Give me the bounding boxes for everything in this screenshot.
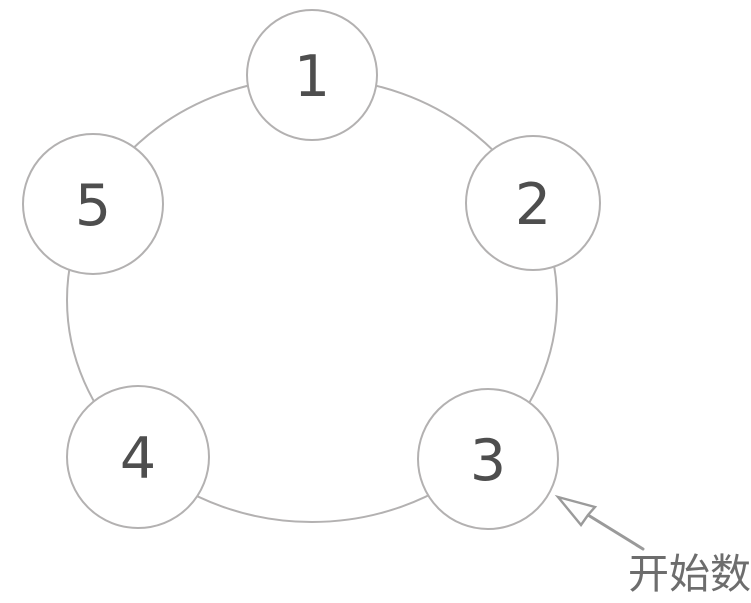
node-5: 5 [22, 133, 164, 275]
arrow-shaft [586, 513, 645, 551]
node-2: 2 [465, 135, 601, 271]
node-4-circle [66, 385, 210, 529]
node-4-number: 4 [120, 426, 156, 492]
node-5-number: 5 [75, 173, 111, 239]
node-5-circle [22, 133, 164, 275]
node-2-circle [465, 135, 601, 271]
node-3-circle [417, 388, 559, 530]
node-1-number: 1 [294, 44, 330, 110]
node-2-number: 2 [515, 172, 551, 238]
node-3: 3 [417, 388, 559, 530]
node-1: 1 [246, 9, 378, 141]
start-counting-label: 开始数 [628, 550, 751, 598]
node-3-number: 3 [470, 428, 506, 494]
node-1-circle [246, 9, 378, 141]
arrow-head-icon [554, 494, 598, 527]
node-4: 4 [66, 385, 210, 529]
start-annotation: 开始数 [554, 494, 751, 598]
